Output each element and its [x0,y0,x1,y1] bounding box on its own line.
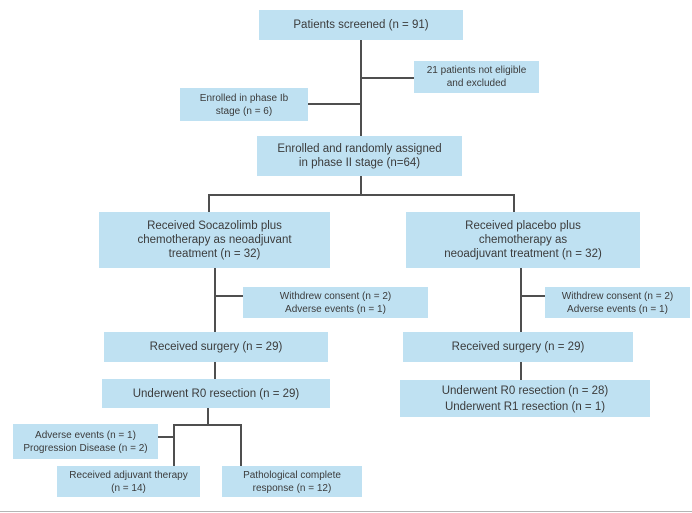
node-text-line: Enrolled in phase Ib [199,92,289,104]
node-text-line: response (n = 12) [252,482,332,494]
connector-to-withdrawals-placebo [520,295,545,297]
node-text-line: Adverse events (n = 1) [35,429,136,441]
connector-randomized-to-branch [360,176,362,194]
node-text-line: in phase II stage (n=64) [298,157,421,169]
connector-split-to-pcr [240,424,242,466]
node-pathological-complete-response: Pathological complete response (n = 12) [222,466,362,497]
node-text-line: Withdrew consent (n = 2) [561,290,674,302]
node-withdrawals-socazolimb: Withdrew consent (n = 2) Adverse events … [243,287,428,318]
node-discontinued-adjuvant: Adverse events (n = 1) Progression Disea… [13,424,158,459]
node-r0-resection-socazolimb: Underwent R0 resection (n = 29) [102,379,330,408]
node-text-line: Adverse events (n = 1) [567,303,668,315]
node-text-line: neoadjuvant treatment (n = 32) [444,248,602,260]
connector-from-phase-ib [308,103,361,105]
connector-from-adverse-progression [158,436,174,438]
node-text-line: Received placebo plus [465,220,581,232]
connector-branch-bar [208,194,514,196]
node-text-line: Underwent R0 resection (n = 29) [132,387,300,400]
node-text-line: Received surgery (n = 29) [149,341,283,353]
node-patients-screened: Patients screened (n = 91) [259,10,463,40]
node-text-line: and excluded [446,78,507,89]
node-resection-placebo: Underwent R0 resection (n = 28) Underwen… [400,380,650,417]
connector-socazolimb-to-surgery [214,268,216,332]
node-adjuvant-therapy: Received adjuvant therapy (n = 14) [57,466,200,497]
connector-placebo-to-surgery [520,268,522,332]
node-text-line: Patients screened (n = 91) [293,19,429,31]
node-placebo-arm: Received placebo plus chemotherapy as ne… [406,212,640,268]
node-text-line: Adverse events (n = 1) [285,303,386,315]
node-text-line: stage (n = 6) [215,105,273,117]
node-text-line: Underwent R1 resection (n = 1) [444,400,606,413]
connector-branch-to-placebo [513,194,515,212]
node-text-line: treatment (n = 32) [168,248,261,260]
node-not-eligible: 21 patients not eligible and excluded [414,61,539,93]
node-text-line: Underwent R0 resection (n = 28) [441,384,609,397]
node-text-line: Received Socazolimb plus [147,220,282,232]
connector-screened-to-randomized [360,40,362,136]
node-text-line: Progression Disease (n = 2) [23,442,148,454]
node-text-line: Withdrew consent (n = 2) [279,290,392,302]
node-surgery-placebo: Received surgery (n = 29) [403,332,633,362]
node-phase-ii-randomized: Enrolled and randomly assigned in phase … [257,136,462,176]
node-text-line: Received adjuvant therapy [69,469,188,481]
connector-branch-to-socazolimb [208,194,210,212]
node-text-line: 21 patients not eligible [426,65,527,76]
connector-to-not-eligible [361,77,414,79]
node-text-line: Received surgery (n = 29) [451,341,585,353]
connector-surgery-to-r0-socazolimb [214,362,216,379]
connector-split-to-adjuvant [173,424,175,466]
connector-split-bar [173,424,241,426]
connector-r0-to-split [207,408,209,424]
node-socazolimb-arm: Received Socazolimb plus chemotherapy as… [99,212,330,268]
node-text-line: Enrolled and randomly assigned [277,143,442,155]
node-text-line: Pathological complete [243,469,341,481]
connector-to-withdrawals-socazolimb [214,295,243,297]
node-text-line: chemotherapy as [478,234,568,246]
node-phase-ib-enrolled: Enrolled in phase Ib stage (n = 6) [180,88,308,121]
node-text-line: (n = 14) [111,482,146,494]
node-text-line: chemotherapy as neoadjuvant [137,234,292,246]
node-surgery-socazolimb: Received surgery (n = 29) [104,332,328,362]
node-withdrawals-placebo: Withdrew consent (n = 2) Adverse events … [545,287,690,318]
connector-surgery-to-resection-placebo [520,362,522,380]
page-divider [0,511,692,512]
